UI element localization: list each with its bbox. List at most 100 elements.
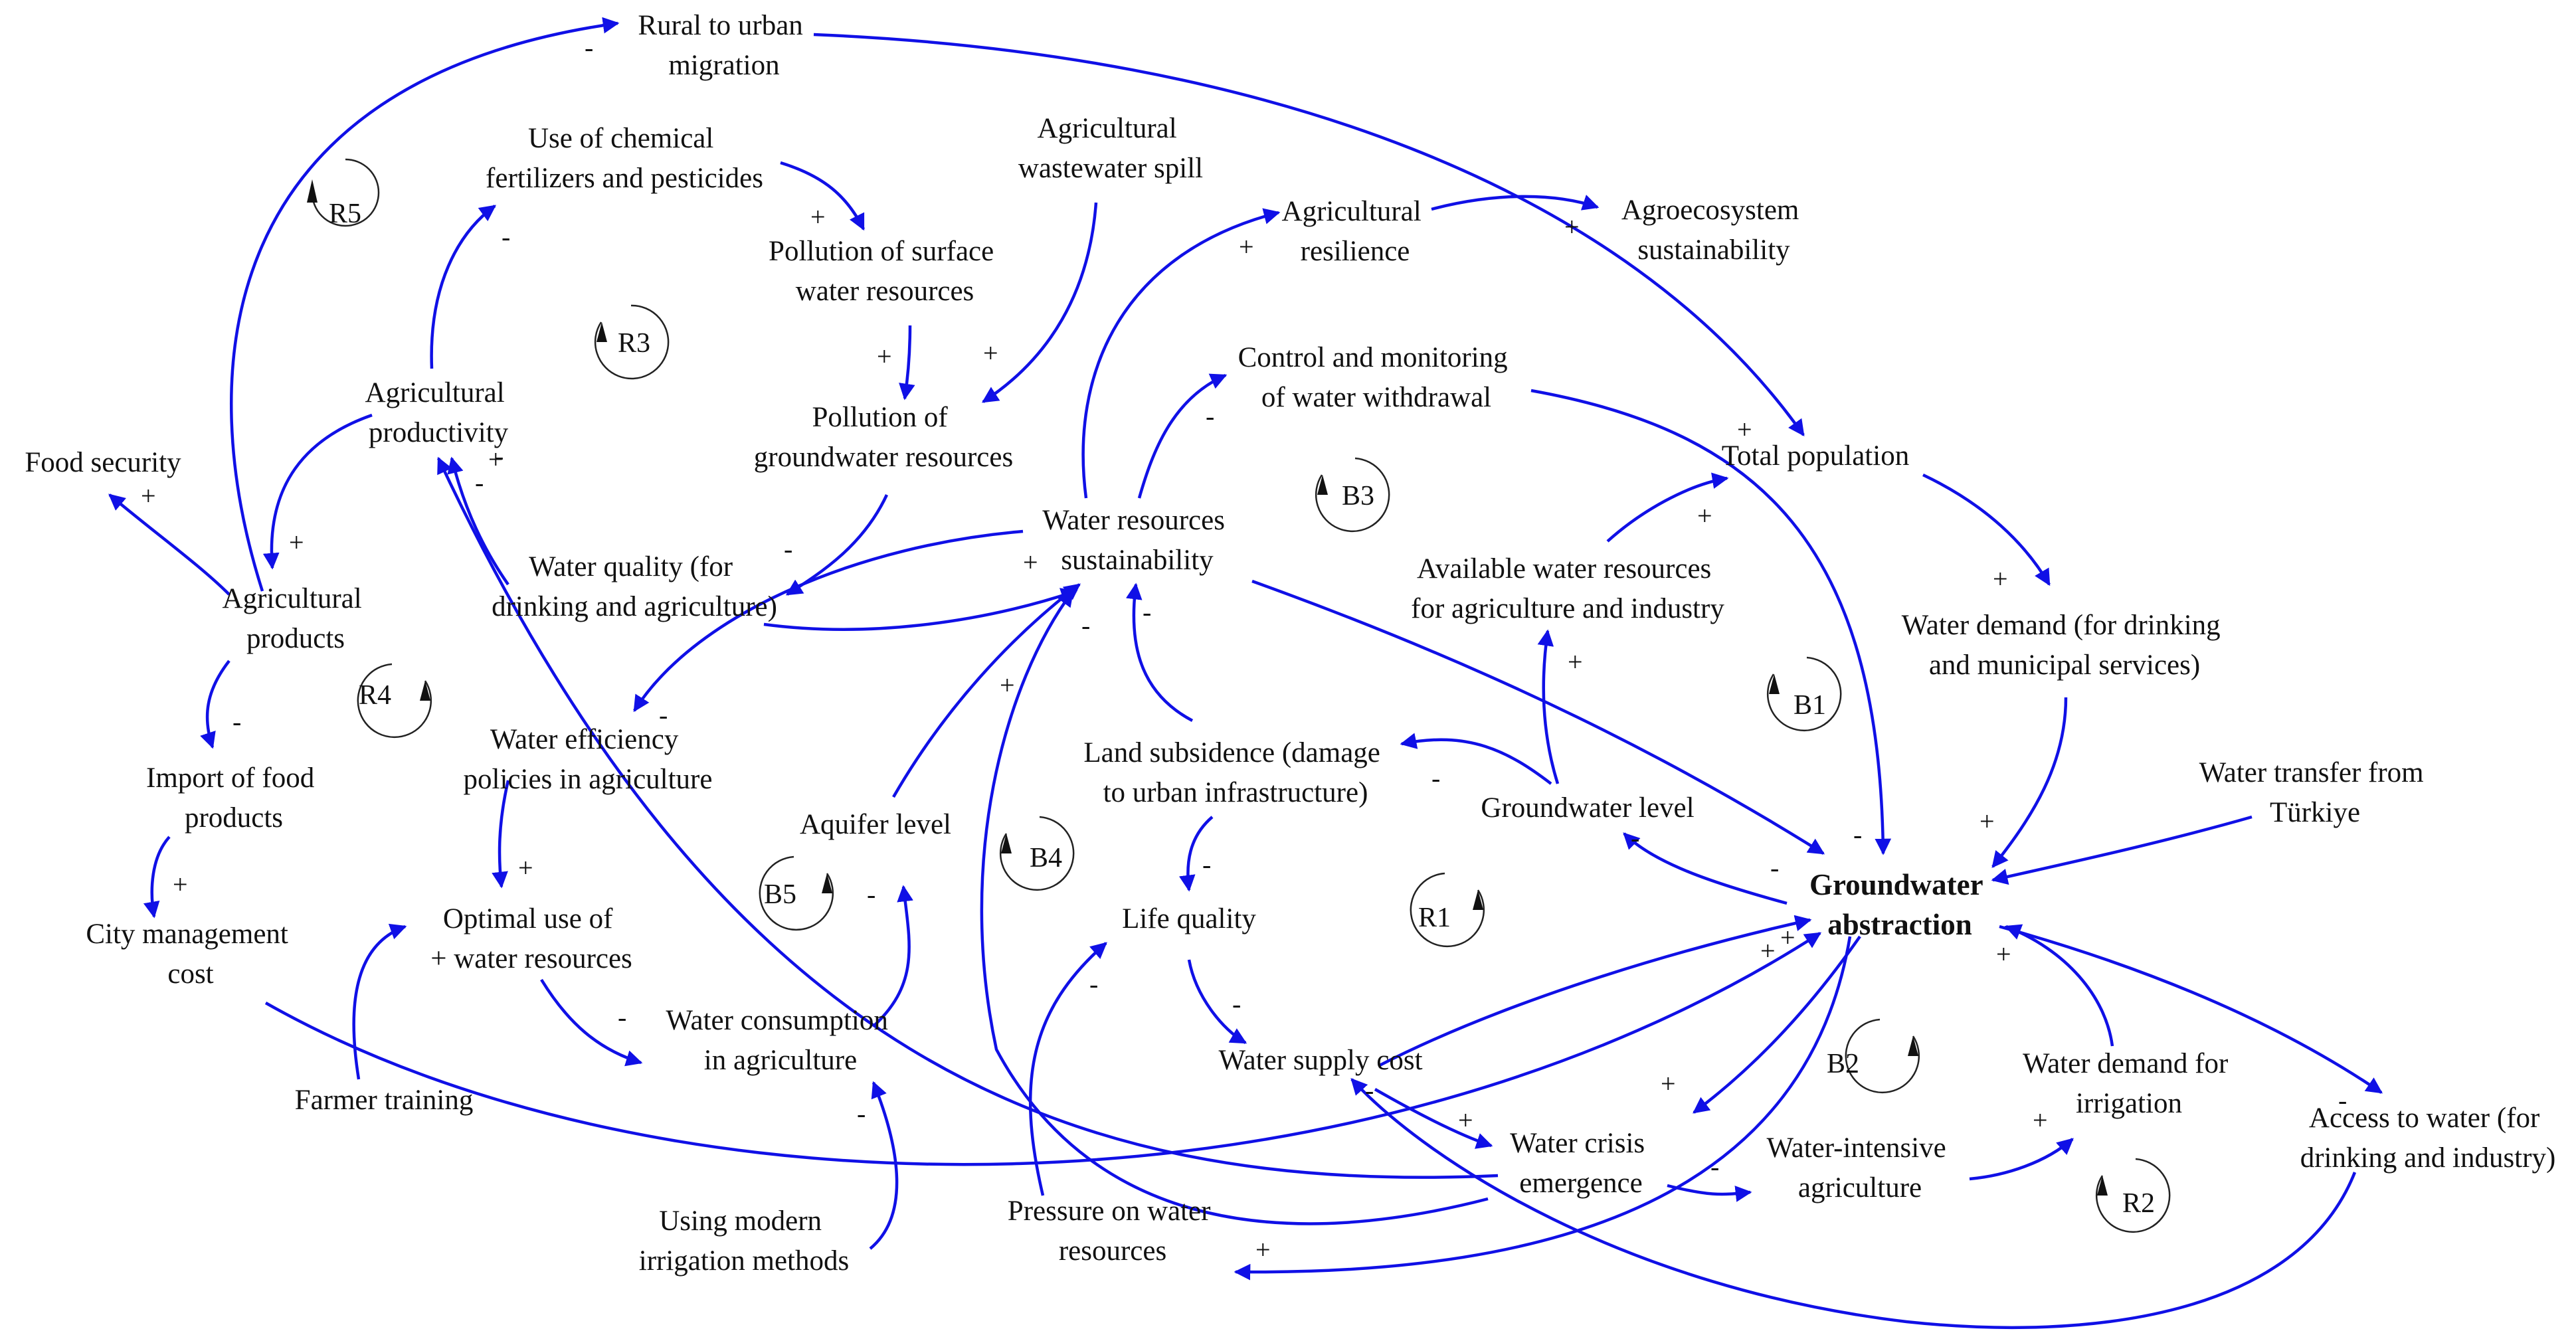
loop-label: B2 [1827, 1049, 1859, 1079]
link-modern-consumption [869, 1081, 899, 1250]
link-gwabs-gwlevel [1623, 832, 1788, 905]
polarity-signs: - + + + - + + + - + - - + - + - - - - + … [141, 33, 2347, 1265]
link-sign: - [232, 707, 241, 737]
node-water-quality: Water quality (for drinking and agricult… [492, 551, 777, 622]
link-sign: - [495, 441, 504, 471]
link-sign: + [1023, 547, 1038, 577]
link-sign: - [475, 468, 484, 497]
loop-label: B1 [1794, 690, 1826, 721]
link-sign: - [1365, 1075, 1374, 1105]
link-sign: + [1568, 647, 1583, 677]
link-sign: + [1780, 923, 1795, 952]
link-sign: - [1206, 401, 1214, 431]
node-optimal-use-water: Optimal use of + water resources [430, 903, 632, 974]
link-wrsust-resilience [1081, 208, 1281, 499]
link-farmer-optimal [352, 923, 407, 1080]
link-sign: + [1255, 1235, 1271, 1265]
link-sign: - [867, 879, 875, 909]
node-rural-to-urban-migration: Rural to urban migration [638, 10, 810, 81]
link-gwlevel-subsid [1400, 733, 1552, 785]
loop-marker-b5: B5 [759, 855, 834, 931]
node-import-food-products: Import of food products [146, 762, 322, 834]
link-wdemand-gwabs [1991, 697, 2068, 868]
link-pressure-life [1028, 942, 1107, 1196]
link-sign: + [1000, 670, 1015, 700]
link-sign: + [1979, 806, 1995, 836]
link-supplycost-crisis [1374, 1088, 1493, 1149]
node-agricultural-productivity: Agricultural productivity [365, 377, 512, 448]
link-consumption-aquifer [872, 885, 913, 1027]
link-wastewater-gwpoll [981, 202, 1098, 403]
node-water-supply-cost: Water supply cost [1218, 1045, 1422, 1076]
link-avail-totalpop [1606, 472, 1729, 543]
node-water-crisis-emergence: Water crisis emergence [1510, 1128, 1652, 1199]
link-sign: + [289, 527, 304, 557]
node-city-management-cost: City management cost [86, 919, 295, 990]
link-agprod-chem [430, 205, 497, 369]
loop-label: B4 [1030, 843, 1062, 873]
nodes: Rural to urban migration Use of chemical… [25, 10, 2555, 1277]
node-pollution-groundwater: Pollution of groundwater resources [754, 402, 1013, 473]
link-gwlevel-avail [1537, 629, 1560, 784]
node-land-subsidence: Land subsidence (damage to urban infrast… [1083, 737, 1387, 808]
link-sign: - [1202, 849, 1211, 879]
node-total-population: Total population [1722, 440, 1909, 472]
link-agproducts-import [200, 660, 230, 749]
link-effpol-optimal [492, 780, 510, 889]
link-sign: - [784, 534, 792, 564]
node-pollution-surface-water: Pollution of surface water resources [769, 236, 1001, 307]
node-agricultural-resilience: Agricultural resilience [1282, 196, 1429, 267]
link-control-gwabs [1530, 389, 1892, 855]
node-pressure-water-resources: Pressure on water resources [1008, 1196, 1218, 1267]
link-citycost-gwabs [264, 932, 1822, 1166]
loop-label: B3 [1342, 481, 1374, 511]
node-water-consumption-agriculture: Water consumption in agriculture [666, 1005, 895, 1076]
link-sign: + [1458, 1105, 1473, 1135]
link-sign: - [1770, 853, 1779, 883]
link-sign: - [502, 222, 510, 252]
links [108, 17, 2383, 1329]
link-sign: + [983, 338, 998, 368]
link-subsid-life [1178, 816, 1214, 892]
loop-markers: R5 R3 B3 B1 R4 B4 B5 [307, 158, 2171, 1233]
loop-marker-r5: R5 [307, 158, 380, 229]
node-control-monitoring-withdrawal: Control and monitoring of water withdraw… [1238, 342, 1515, 413]
link-sign: - [1853, 820, 1862, 849]
loop-marker-r4: R4 [357, 663, 432, 739]
loop-label: R3 [618, 328, 650, 359]
node-water-demand-irrigation: Water demand for irrigation [2023, 1048, 2235, 1119]
link-sign: - [857, 1099, 866, 1128]
node-life-quality: Life quality [1122, 903, 1256, 934]
link-crisis-pressure [1234, 936, 1852, 1281]
link-supplycost-gwabs [1377, 915, 1812, 1068]
link-wq-agprod [447, 456, 509, 586]
link-totalpop-wdemand [1922, 473, 2051, 586]
link-life-supplycost [1187, 959, 1247, 1044]
link-agprod-agproducts [262, 413, 373, 570]
loop-label: R4 [359, 680, 391, 711]
loop-label: R1 [1418, 903, 1451, 933]
node-agricultural-products: Agricultural products [223, 583, 369, 654]
node-farmer-training: Farmer training [295, 1085, 474, 1116]
link-crisis-agprod [436, 456, 1499, 1179]
link-sign: + [1697, 501, 1712, 531]
link-sign: + [1564, 212, 1580, 242]
node-water-demand-drinking: Water demand (for drinking and municipal… [1902, 610, 2228, 681]
link-sign: - [2338, 1085, 2347, 1115]
link-optimal-consumption [540, 978, 643, 1067]
node-water-efficiency-policies: Water efficiency policies in agriculture [464, 724, 713, 795]
link-surface-gwpoll [899, 325, 915, 400]
link-wrsust-control [1137, 373, 1228, 499]
link-sign: + [810, 202, 826, 232]
link-sign: - [659, 700, 668, 730]
link-chem-surface [780, 161, 866, 231]
loop-marker-b2: B2 [1827, 1018, 1920, 1094]
link-sign: + [1760, 936, 1776, 966]
link-sign: + [1661, 1069, 1676, 1099]
link-wrsust-effpol [633, 529, 1024, 713]
link-sign: + [1996, 939, 2011, 969]
loop-label: R5 [329, 199, 361, 229]
link-sign: + [1737, 414, 1752, 444]
link-sign: - [1232, 989, 1241, 1019]
node-agricultural-wastewater-spill: Agricultural wastewater spill [1018, 113, 1203, 184]
